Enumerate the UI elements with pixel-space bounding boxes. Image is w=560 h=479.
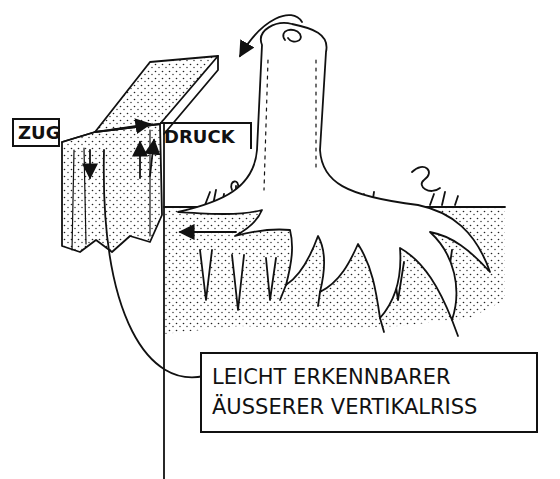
tree-trunk <box>178 23 490 320</box>
wall-top <box>95 56 218 132</box>
push-arrow <box>180 231 236 233</box>
force-label-box: ZUG <box>12 118 60 147</box>
force-arrow <box>110 124 150 130</box>
wall-crack <box>72 130 150 250</box>
force-arrow <box>139 142 141 178</box>
force-label-box: DRUCK <box>160 122 252 149</box>
force-label: DRUCK <box>164 126 246 147</box>
vertical-crack <box>163 124 165 479</box>
force-label: ZUG <box>18 122 54 143</box>
soil-crack <box>266 258 276 300</box>
wall-front <box>62 124 162 252</box>
soil-crack <box>232 255 244 310</box>
plant <box>412 167 440 191</box>
sway-arrow <box>240 15 302 56</box>
soil-crack <box>200 250 212 300</box>
trunk-top <box>283 30 301 42</box>
callout-text: LEICHT ERKENNBARER ÄUSSERER VERTIKALRISS <box>212 362 526 423</box>
force-arrow <box>150 140 154 176</box>
callout-box: LEICHT ERKENNBARER ÄUSSERER VERTIKALRISS <box>200 352 538 433</box>
root-tip <box>280 285 458 336</box>
leader-line <box>104 150 204 377</box>
force-arrow <box>89 150 91 178</box>
bark-texture <box>264 60 316 190</box>
